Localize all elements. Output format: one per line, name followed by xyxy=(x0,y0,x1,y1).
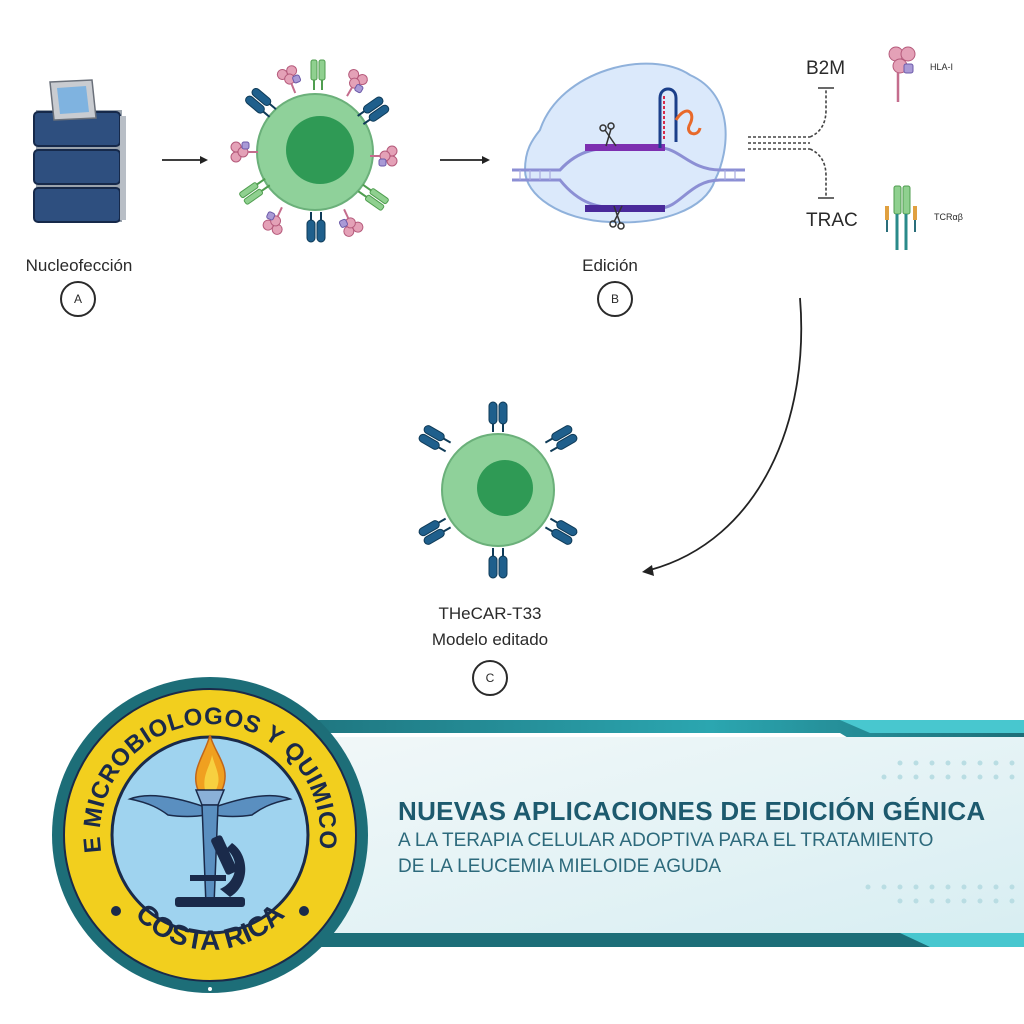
gene-b2m: B2M xyxy=(806,58,846,79)
step-c-label-name: THeCAR-T33 xyxy=(438,604,542,623)
college-seal-logo: COLEGIO DE MICROBIOLOGOS Y QUIMICOS CLIN… xyxy=(50,675,368,993)
protein-tcr: TCRαβ xyxy=(934,212,963,222)
hla-i-protein-icon xyxy=(888,46,916,102)
knockout-branches xyxy=(748,87,834,199)
title-banner xyxy=(240,720,1024,947)
nucleofector-device-icon xyxy=(33,79,126,223)
gene-trac: TRAC xyxy=(806,210,858,231)
step-c-label-desc: Modelo editado xyxy=(431,630,549,649)
workflow-diagram xyxy=(33,46,917,579)
tcr-alpha-beta-icon xyxy=(885,185,917,250)
protein-hla-i: HLA-I xyxy=(930,62,954,72)
banner-subtitle-line2: DE LA LEUCEMIA MIELOIDE AGUDA xyxy=(398,856,722,877)
banner-title: NUEVAS APLICACIONES DE EDICIÓN GÉNICA xyxy=(398,796,986,826)
t-cell-original xyxy=(230,59,398,243)
curved-arrow-to-edited xyxy=(642,297,803,576)
step-a-marker: A xyxy=(60,281,96,317)
step-c-marker: C xyxy=(472,660,508,696)
step-b-marker: B xyxy=(597,281,633,317)
banner-subtitle-line1: A LA TERAPIA CELULAR ADOPTIVA PARA EL TR… xyxy=(398,830,934,851)
crispr-editing-illustration xyxy=(512,62,745,230)
arrow-step2 xyxy=(440,156,490,164)
arrow-step1 xyxy=(162,156,208,164)
microscope-icon xyxy=(175,835,246,907)
step-b-label: Edición xyxy=(582,256,638,275)
step-a-label: Nucleofección xyxy=(25,256,133,275)
t-cell-edited xyxy=(416,401,580,579)
